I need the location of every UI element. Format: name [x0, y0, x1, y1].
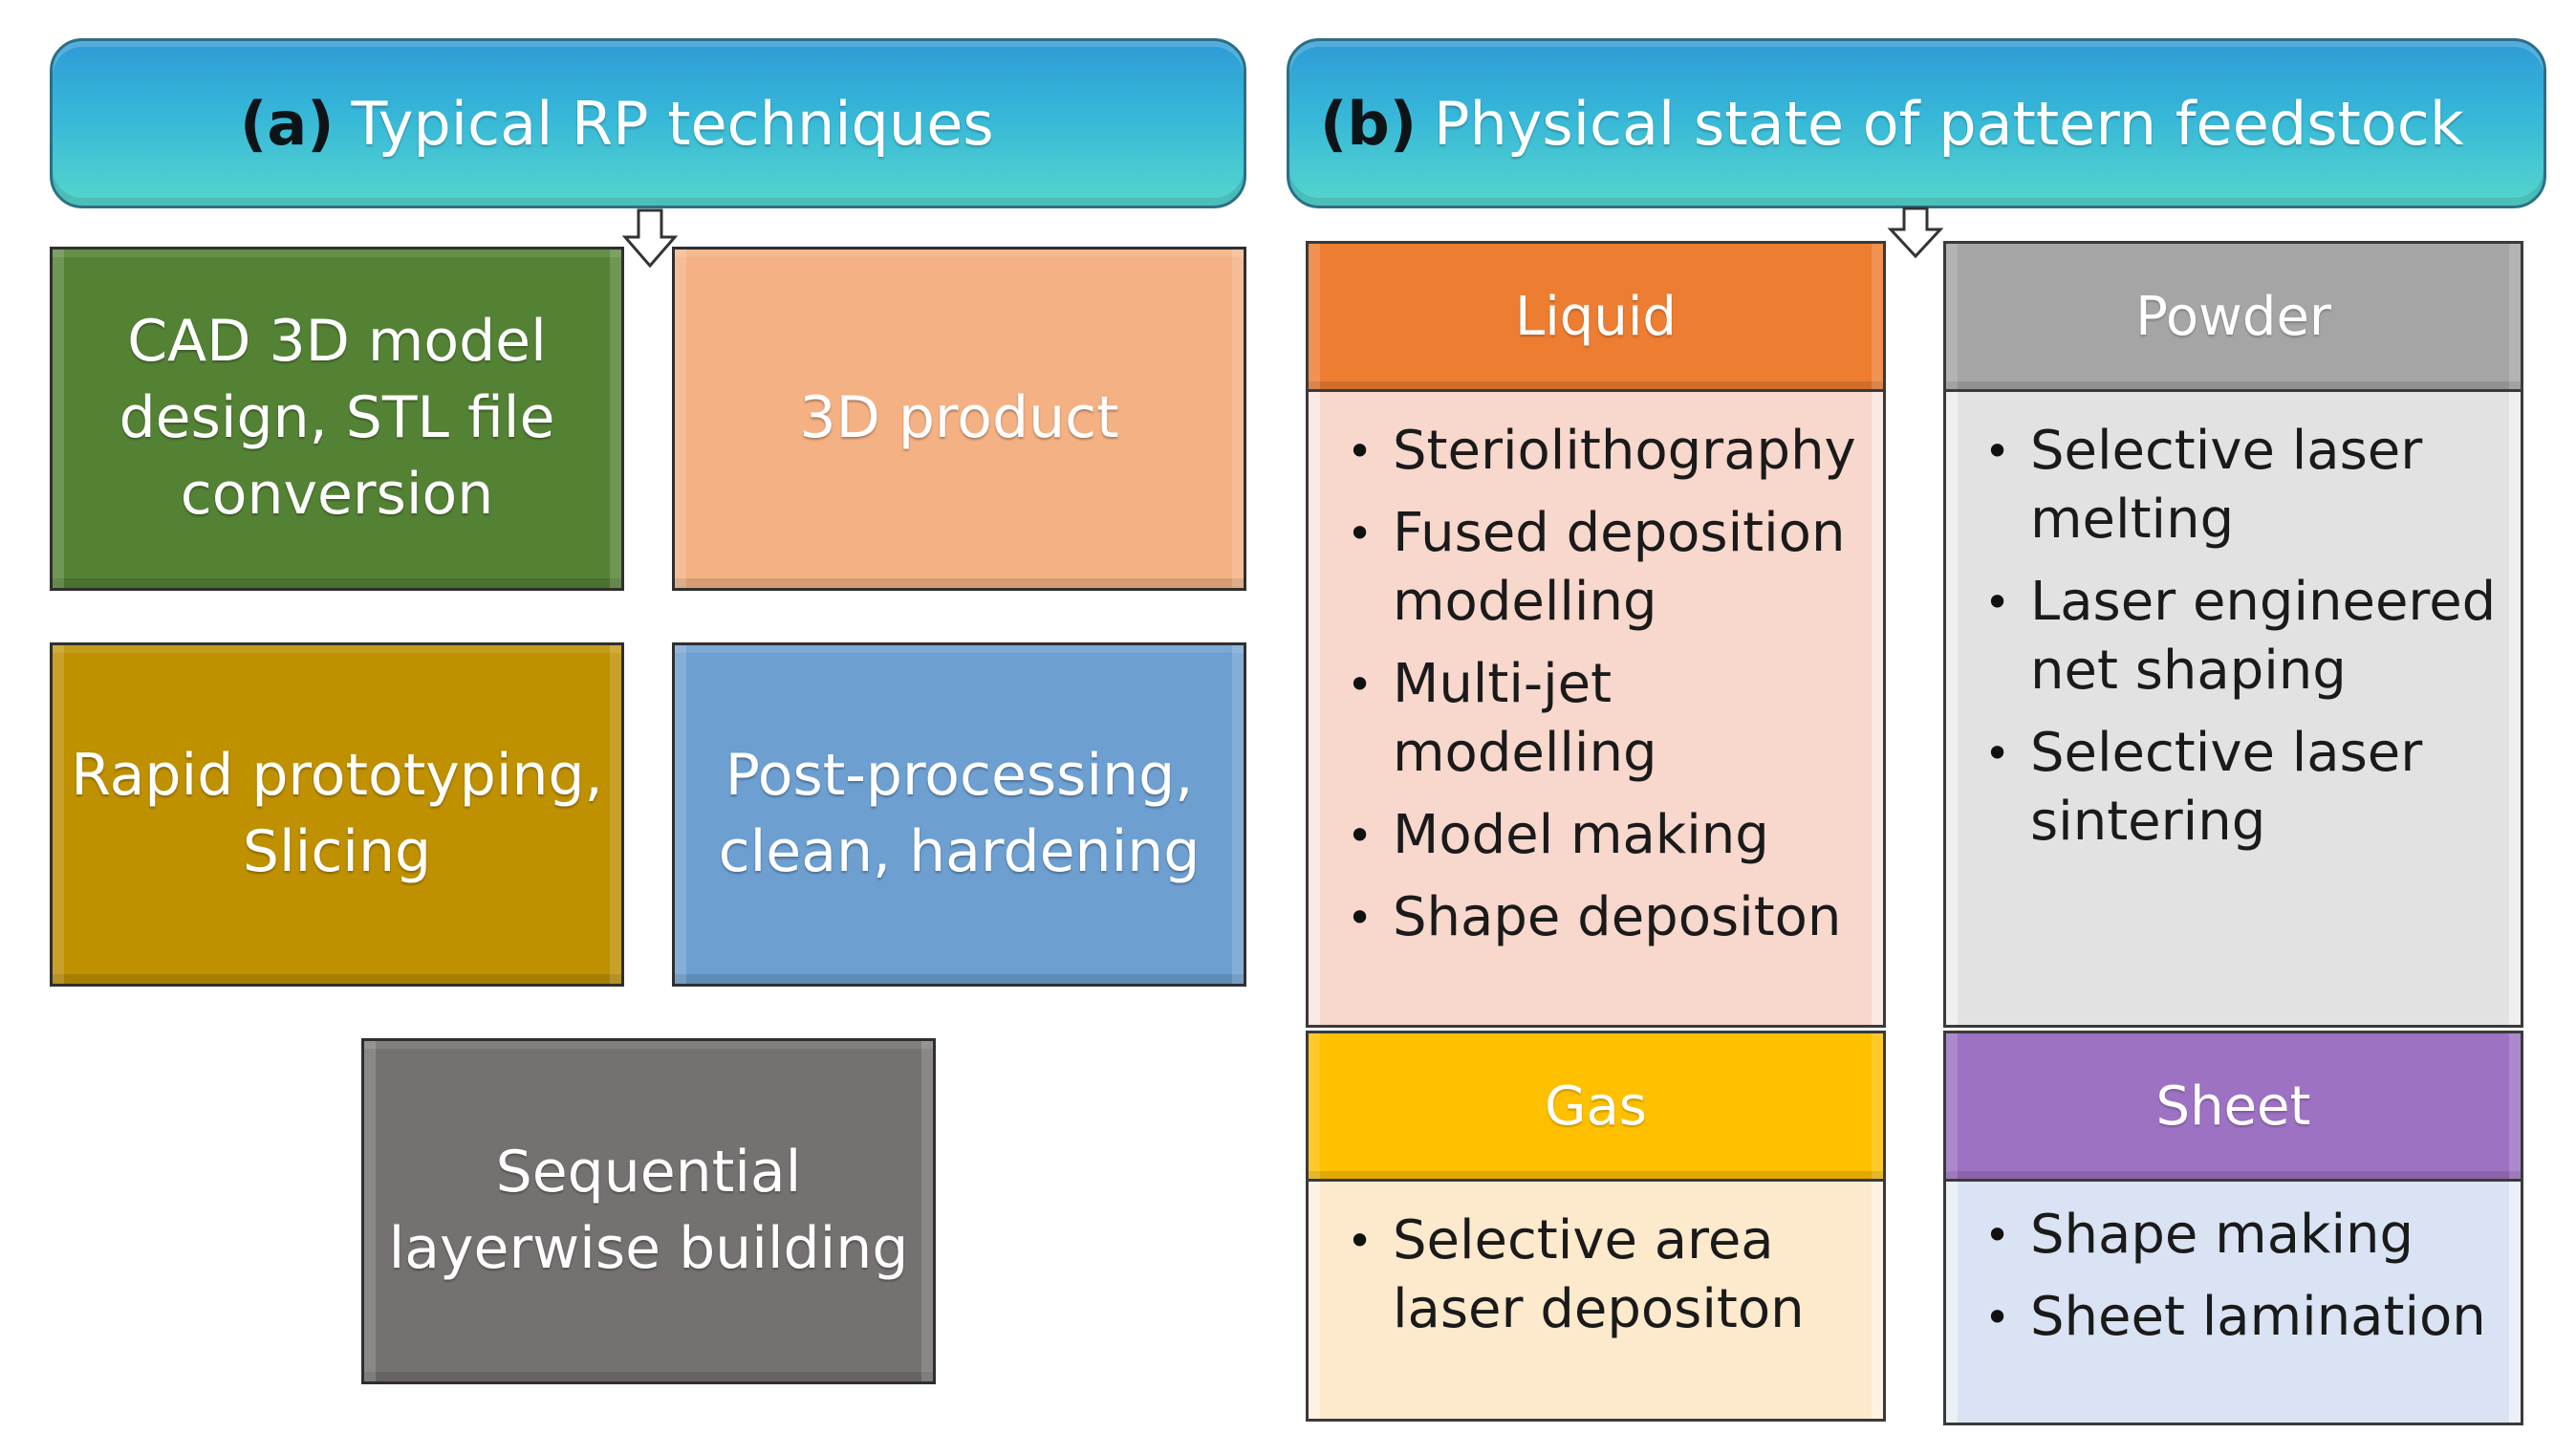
step-rapid-prototyping-box: Rapid prototyping, Slicing [50, 642, 624, 987]
list-item-text: Selective area laser depositon [1393, 1209, 1805, 1340]
category-gas-header: Gas [1306, 1031, 1886, 1182]
list-item-text: Selective laser melting [2030, 420, 2423, 551]
step-3d-product-label: 3D product [799, 384, 1119, 452]
list-item: • Multi-jet modelling [1341, 650, 1860, 788]
bullet-icon: • [1347, 508, 1374, 559]
list-item: • Model making [1341, 801, 1860, 870]
category-liquid-title: Liquid [1515, 285, 1677, 348]
bullet-icon: • [1347, 425, 1374, 477]
step-cad-design-label: CAD 3D model design, STL file conversion [119, 308, 555, 528]
list-item-text: Multi-jet modelling [1393, 653, 1657, 784]
list-item: • Steriolithography [1341, 417, 1860, 486]
category-sheet-list: • Shape making • Sheet lamination [1943, 1182, 2523, 1425]
category-sheet-card: Sheet • Shape making • Sheet lamination [1943, 1031, 2523, 1425]
bullet-icon: • [1347, 810, 1374, 861]
panel-a-down-arrow-icon [621, 208, 679, 269]
category-powder-list: • Selective laser melting • Laser engineer… [1943, 392, 2523, 1028]
bullet-icon: • [1984, 728, 2011, 779]
list-item: • Sheet lamination [1979, 1283, 2498, 1352]
step-3d-product-box: 3D product [672, 247, 1246, 591]
category-liquid-card: Liquid • Steriolithography • Fused deposit… [1306, 241, 1886, 1028]
list-item-text: Laser engineered net shaping [2030, 571, 2497, 702]
bullet-icon: • [1347, 1215, 1374, 1267]
category-powder-card: Powder • Selective laser melting • Laser e… [1943, 241, 2523, 1028]
list-item-text: Shape depositon [1393, 886, 1842, 948]
step-rapid-prototyping-label: Rapid prototyping, Slicing [71, 742, 603, 885]
bullet-icon: • [1347, 892, 1374, 944]
category-liquid-list: • Steriolithography • Fused deposition mod… [1306, 392, 1886, 1028]
list-item-text: Fused deposition modelling [1393, 502, 1846, 633]
bullet-icon: • [1984, 1209, 2011, 1261]
bullet-icon: • [1984, 1292, 2011, 1343]
list-item-text: Selective laser sintering [2030, 722, 2423, 853]
panel-a-tag: (a) [240, 88, 335, 159]
panel-b-header: (b) Physical state of pattern feedstock [1287, 38, 2546, 208]
list-item-text: Model making [1393, 804, 1769, 866]
category-sheet-title: Sheet [2155, 1075, 2311, 1138]
step-cad-design-box: CAD 3D model design, STL file conversion [50, 247, 624, 591]
bullet-icon: • [1984, 576, 2011, 628]
category-gas-title: Gas [1545, 1075, 1647, 1138]
list-item-text: Shape making [2030, 1204, 2414, 1266]
bullet-icon: • [1347, 659, 1374, 710]
panel-b-title: Physical state of pattern feedstock [1434, 88, 2464, 159]
list-item-text: Sheet lamination [2030, 1286, 2486, 1348]
panel-a-header: (a) Typical RP techniques [50, 38, 1246, 208]
list-item: • Selective laser sintering [1979, 719, 2498, 857]
bullet-icon: • [1984, 425, 2011, 477]
list-item-text: Steriolithography [1393, 420, 1856, 482]
panel-a-title: Typical RP techniques [351, 88, 994, 159]
category-powder-header: Powder [1943, 241, 2523, 392]
step-post-processing-label: Post-processing, clean, hardening [718, 742, 1201, 885]
panel-b-tag: (b) [1320, 88, 1418, 159]
list-item: • Fused deposition modelling [1341, 499, 1860, 637]
category-powder-title: Powder [2135, 285, 2331, 348]
list-item: • Shape depositon [1341, 883, 1860, 952]
step-layerwise-building-label: Sequential layerwise building [388, 1139, 909, 1282]
category-gas-list: • Selective area laser depositon [1306, 1182, 1886, 1422]
step-layerwise-building-box: Sequential layerwise building [361, 1038, 936, 1384]
category-sheet-header: Sheet [1943, 1031, 2523, 1182]
panel-b-down-arrow-icon [1887, 206, 1944, 259]
list-item: • Laser engineered net shaping [1979, 568, 2498, 706]
list-item: • Shape making [1979, 1201, 2498, 1270]
category-gas-card: Gas • Selective area laser depositon [1306, 1031, 1886, 1422]
list-item: • Selective area laser depositon [1341, 1206, 1860, 1344]
category-liquid-header: Liquid [1306, 241, 1886, 392]
list-item: • Selective laser melting [1979, 417, 2498, 554]
step-post-processing-box: Post-processing, clean, hardening [672, 642, 1246, 987]
